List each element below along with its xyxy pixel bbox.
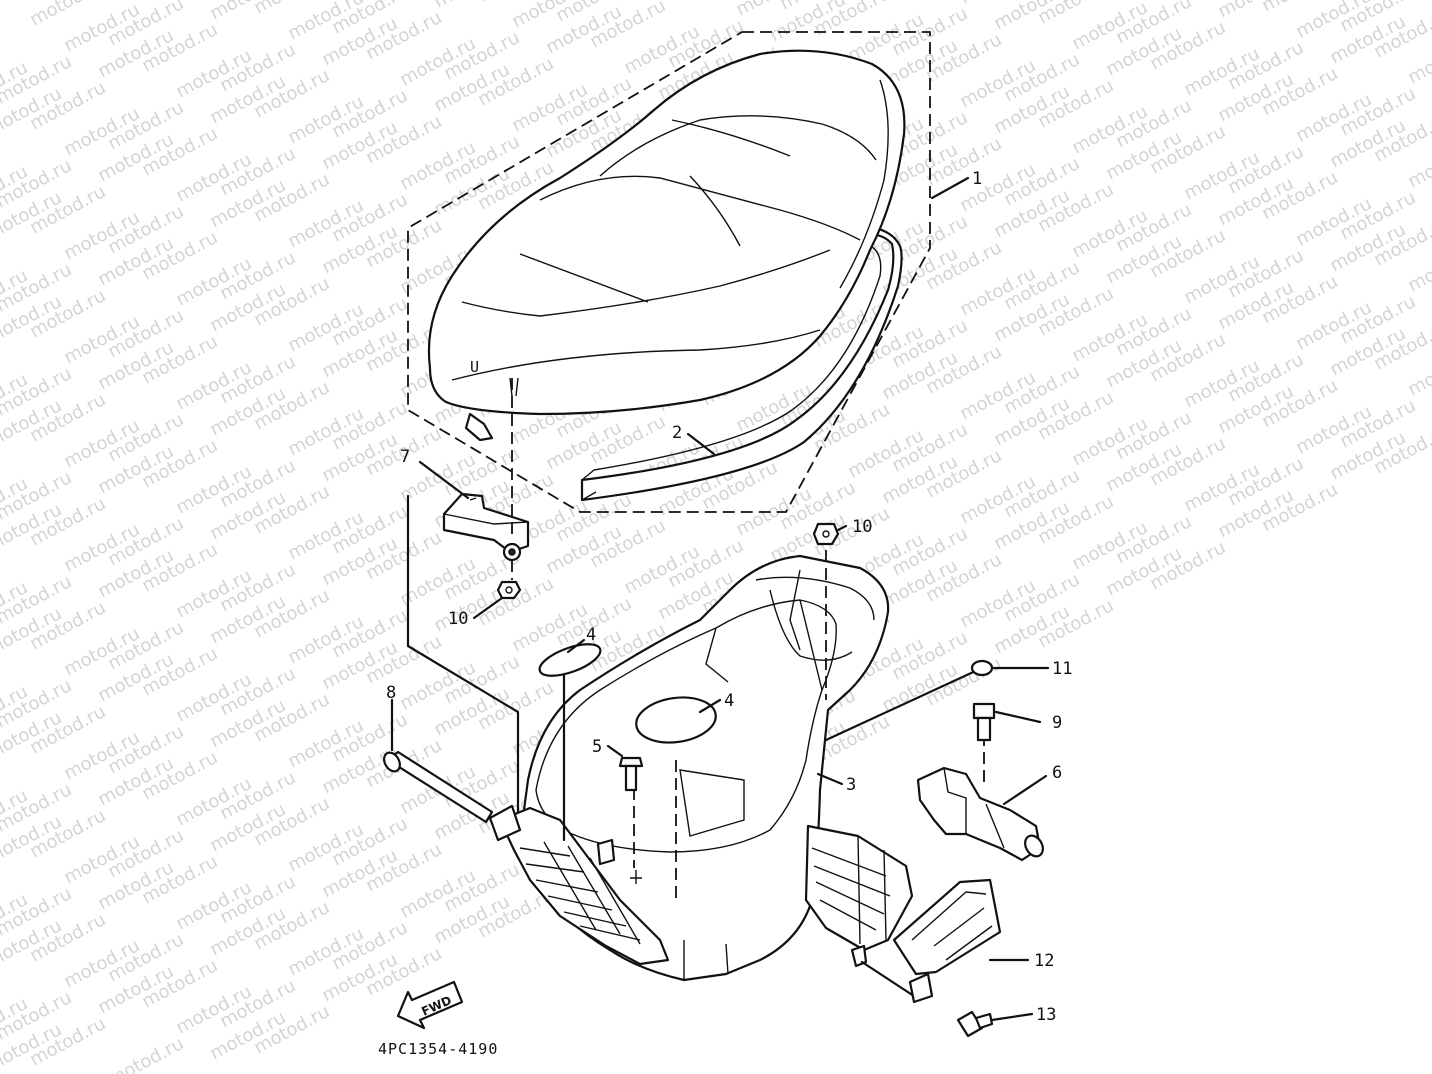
callout-5: 5	[592, 737, 602, 757]
bolt-5	[618, 756, 644, 792]
callout-4-upper: 4	[586, 625, 596, 645]
callout-10-right: 10	[852, 517, 872, 537]
callout-3: 3	[846, 775, 856, 795]
seat-marking-u: U	[470, 358, 480, 376]
watermark-text: motod.ru	[430, 0, 513, 12]
hinge-bracket-line	[406, 494, 520, 814]
callout-10-left: 10	[448, 609, 468, 629]
callout-11: 11	[1052, 659, 1072, 679]
drawing-code: 4PC1354-4190	[378, 1040, 498, 1058]
cover-extension-line	[860, 960, 922, 1002]
leader-lines	[390, 176, 1050, 1022]
cover	[892, 878, 1002, 1004]
storage-box	[488, 554, 914, 982]
cushion-pad-lower	[635, 696, 717, 744]
hinge	[442, 492, 530, 562]
callout-7: 7	[400, 447, 410, 467]
fwd-direction-arrow: FWD	[396, 980, 464, 1030]
callout-9: 9	[1052, 713, 1062, 733]
washer	[970, 659, 994, 677]
bolt-9	[972, 702, 996, 742]
callouts: 1 2 3 4 4 5 6 7 8 9 10 10 11 12 13	[386, 169, 1072, 1025]
callout-12: 12	[1034, 951, 1054, 971]
callout-6: 6	[1052, 763, 1062, 783]
callout-8: 8	[386, 683, 396, 703]
callout-1: 1	[972, 169, 982, 189]
cushion-pad-upper	[538, 643, 602, 677]
watermark-text: motod.ru	[104, 1033, 187, 1074]
callout-13: 13	[1036, 1005, 1056, 1025]
hinge-bolt	[383, 750, 494, 824]
seat-lock	[916, 766, 1044, 862]
callout-2: 2	[672, 423, 682, 443]
seat-assembly-boundary	[407, 31, 931, 513]
screw	[956, 1010, 994, 1038]
callout-4-lower: 4	[724, 691, 734, 711]
seat-trim-strip	[580, 224, 903, 502]
box-extension-line	[824, 666, 984, 742]
nut-left	[496, 580, 522, 600]
seat-assembly-group: U	[407, 31, 931, 513]
nut-right	[812, 522, 840, 546]
seat-cushion: U	[427, 49, 906, 442]
